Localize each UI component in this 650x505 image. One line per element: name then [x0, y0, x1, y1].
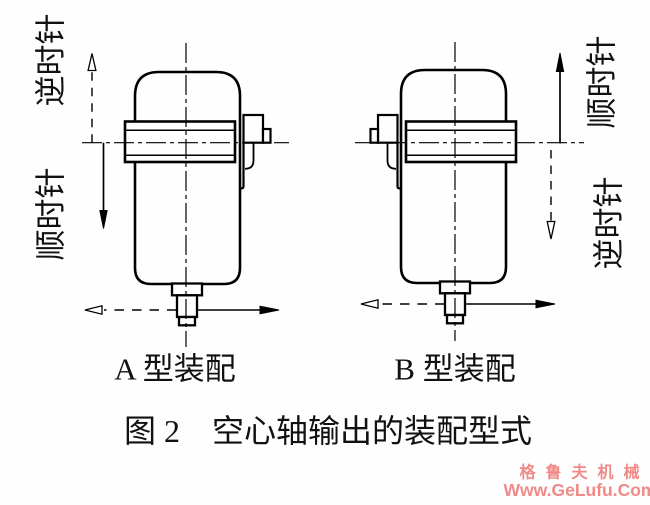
device-b-bottom-left-arrowhead: [360, 298, 379, 310]
device-b-ccw-arrowhead: [546, 220, 556, 240]
figure-caption: 图 2 空心轴输出的装配型式: [124, 413, 532, 449]
device-b-cw-arrowhead: [555, 52, 565, 72]
device-b-body: [399, 68, 508, 285]
device-b-bracket-plate: [396, 142, 401, 190]
watermark-brand-text: 格 鲁 夫 机 械: [519, 463, 642, 482]
device-a-bottom-left-arrowhead: [84, 304, 103, 316]
watermark-url-text: Www.GeLufu.Com: [504, 480, 650, 500]
device-a-stub: [175, 294, 199, 319]
device-a-bracket-fillet: [244, 142, 255, 170]
device-b-shaft-end: [376, 113, 399, 144]
device-a-bottom-right-arrowhead: [259, 305, 280, 315]
device-b-bracket-fillet: [386, 142, 397, 170]
assembly-b-label: B 型装配: [394, 352, 515, 387]
device-a-bracket-plate: [240, 142, 245, 190]
rotation-label-a-cw: 顺时针: [34, 168, 69, 261]
assembly-a-label: A 型装配: [114, 352, 235, 387]
device-b-bottom-right-arrowhead: [535, 299, 556, 309]
device-b-drawing: [355, 42, 584, 341]
rotation-label-b-ccw: 逆时针: [592, 177, 627, 270]
device-a-stub-step: [177, 315, 197, 327]
rotation-label-a-ccw: 逆时针: [34, 14, 69, 107]
device-a-ccw-arrowhead: [87, 53, 97, 72]
device-a-shaft-tip: [261, 127, 272, 144]
device-a-stub-collar: [170, 282, 204, 297]
device-a-drawing: [82, 43, 289, 347]
device-a-shaft-end: [242, 113, 265, 144]
rotation-label-b-cw: 顺时针: [585, 36, 620, 129]
device-b-shaft-tip: [369, 127, 380, 144]
device-a-cw-arrowhead: [99, 210, 108, 229]
device-a-body: [133, 70, 242, 286]
